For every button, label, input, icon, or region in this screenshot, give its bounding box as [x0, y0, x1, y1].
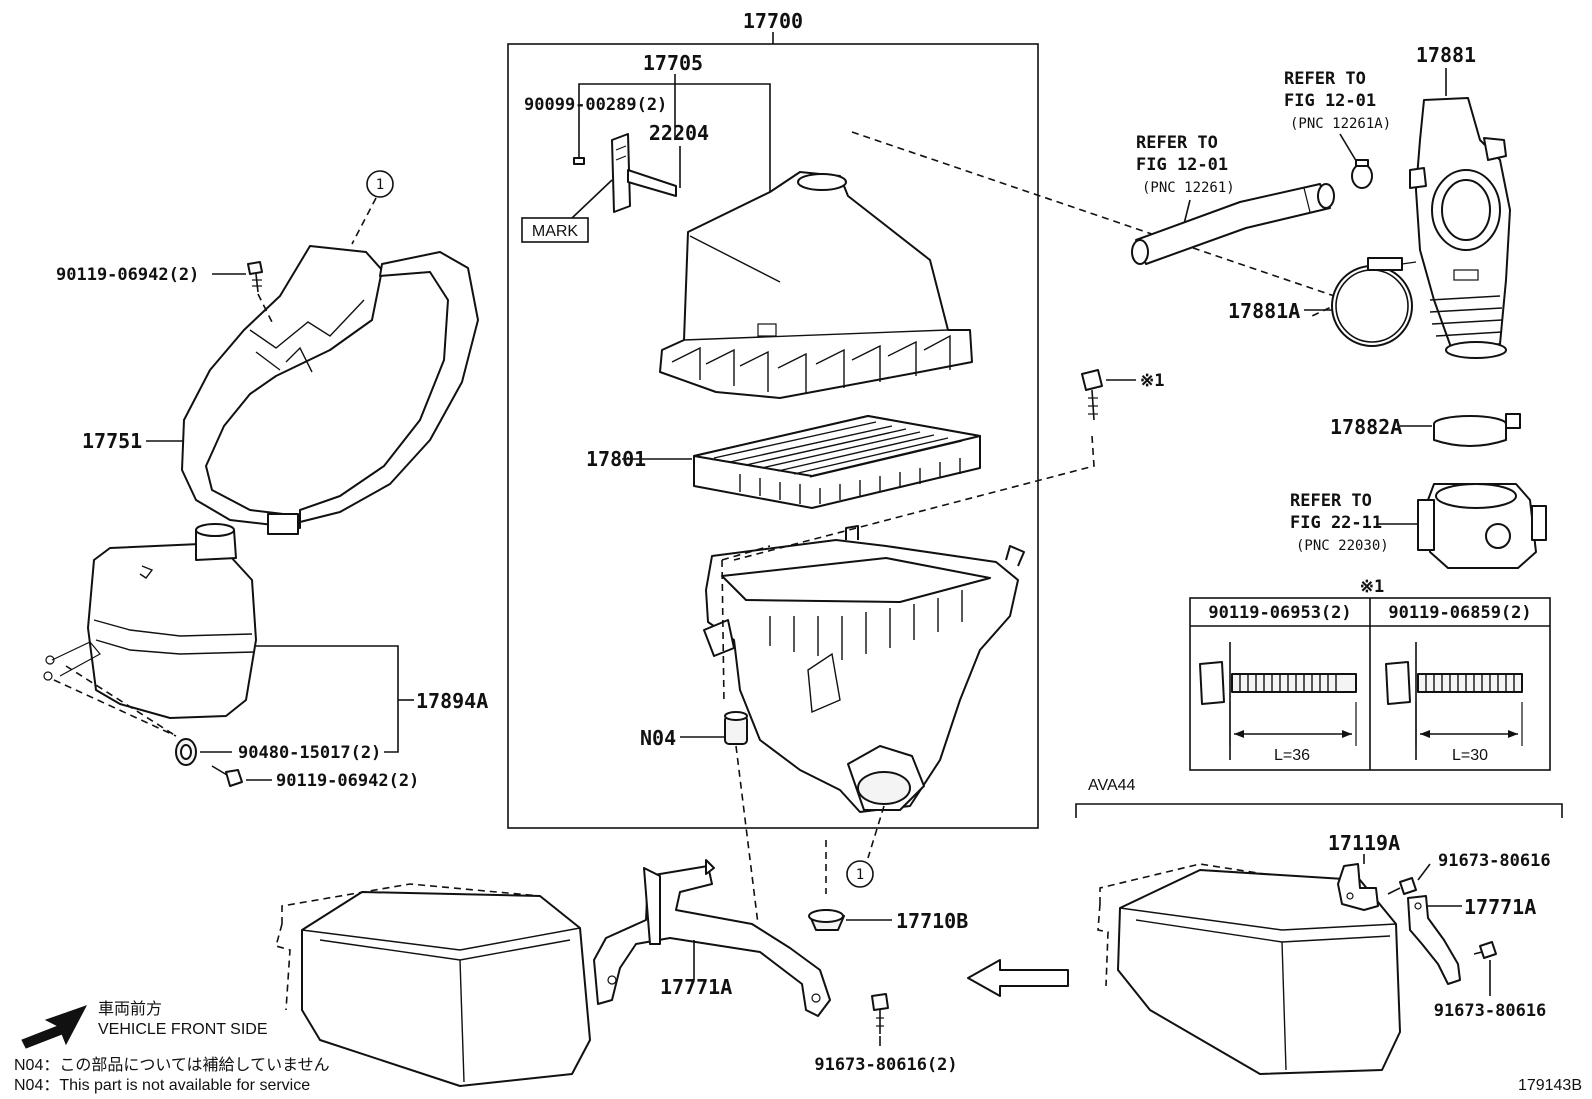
table-col1-length: L=36	[1274, 747, 1310, 764]
airflow-sensor-22204	[611, 133, 677, 213]
footer-code: 179143B	[1518, 1077, 1582, 1094]
svg-text:FIG 12-01: FIG 12-01	[1284, 91, 1376, 111]
svg-text:(PNC 12261A): (PNC 12261A)	[1290, 116, 1391, 132]
refer-12261: REFER TO FIG 12-01 (PNC 12261)	[1136, 133, 1235, 196]
svg-text:VEHICLE FRONT SIDE: VEHICLE FRONT SIDE	[98, 1021, 268, 1038]
svg-text:REFER TO: REFER TO	[1136, 133, 1218, 153]
label-17771A-main: 17771A	[660, 975, 732, 999]
grommet-17710B	[808, 909, 845, 931]
table-col2-length: L=30	[1452, 747, 1488, 764]
battery-left	[275, 883, 591, 1087]
label-n04: N04	[640, 726, 676, 750]
bracket-17119A	[1337, 863, 1379, 911]
table-col2-header: 90119-06859(2)	[1388, 603, 1531, 623]
label-90480: 90480-15017(2)	[238, 743, 381, 763]
label-90119-top: 90119-06942(2)	[56, 265, 199, 285]
label-17700: 17700	[743, 9, 803, 33]
air-inlet-duct-17751	[181, 245, 479, 535]
mark-box	[521, 217, 589, 243]
air-cleaner-assembly-group: 17700 17705 90099-00289(2) 22204 MARK	[507, 9, 1039, 829]
resonator-17894A	[43, 523, 257, 719]
label-17751: 17751	[82, 429, 142, 453]
svg-text:FIG 22-11: FIG 22-11	[1290, 513, 1382, 533]
grommet-90480	[175, 738, 197, 766]
air-cleaner-case	[703, 525, 1025, 813]
label-17705: 17705	[643, 51, 703, 75]
label-17894A: 17894A	[416, 689, 488, 713]
screw-90099	[573, 132, 585, 165]
svg-text:REFER TO: REFER TO	[1284, 69, 1366, 89]
label-17801: 17801	[586, 447, 646, 471]
bolt-90119-bottom	[211, 765, 243, 787]
label-17881A: 17881A	[1228, 299, 1300, 323]
label-17881: 17881	[1416, 43, 1476, 67]
refer-22030: REFER TO FIG 22-11 (PNC 22030)	[1290, 491, 1389, 554]
label-17710B: 17710B	[896, 909, 968, 933]
label-22204: 22204	[649, 121, 709, 145]
circle-callout-bottom: 1	[846, 805, 885, 888]
clamp-17882A	[1433, 413, 1521, 447]
bolt-spec-table: 90119-06953(2) 90119-06859(2) L=36 L=30	[1189, 597, 1551, 771]
svg-text:1: 1	[856, 867, 864, 883]
air-hose-17881	[1409, 97, 1511, 359]
bolt-91673-r2	[1473, 941, 1497, 959]
small-clamp	[1351, 159, 1373, 189]
direction-arrow	[967, 959, 1069, 997]
throttle-body	[1417, 483, 1547, 569]
note-jp: N04：この部品については補給していません	[14, 1056, 330, 1074]
breather-hose	[1131, 183, 1335, 265]
svg-text:FIG 12-01: FIG 12-01	[1136, 155, 1228, 175]
bolt-star1	[1081, 369, 1103, 421]
front-arrow-icon	[21, 1005, 88, 1049]
label-17882A: 17882A	[1330, 415, 1402, 439]
svg-text:1: 1	[376, 177, 384, 193]
label-17771A-right: 17771A	[1464, 895, 1536, 919]
svg-text:(PNC 12261): (PNC 12261)	[1142, 180, 1235, 196]
circle-callout-top: 1	[351, 170, 394, 245]
air-filter-element	[693, 415, 981, 509]
label-ava44: AVA44	[1088, 777, 1136, 794]
label-17119A: 17119A	[1328, 831, 1400, 855]
grommet-n04	[724, 711, 748, 745]
bracket-17771A-right	[1407, 895, 1461, 985]
note-en: N04：This part is not available for servi…	[14, 1077, 310, 1094]
mark-label: MARK	[532, 223, 579, 240]
table-star1: ※1	[1360, 577, 1384, 597]
bolt-90119-top	[247, 261, 263, 293]
hose-clamp-17881A	[1331, 257, 1417, 347]
bolt-91673-r1	[1387, 877, 1417, 895]
label-91673-r2: 91673-80616	[1434, 1001, 1547, 1021]
refer-12261A: REFER TO FIG 12-01 (PNC 12261A)	[1284, 69, 1391, 132]
svg-text:車両前方: 車両前方	[98, 1000, 162, 1018]
air-cleaner-cap	[659, 171, 973, 399]
bracket-17771A	[593, 859, 831, 1017]
front-side-legend: 車両前方 VEHICLE FRONT SIDE	[21, 1000, 268, 1049]
battery-right	[1097, 863, 1401, 1075]
label-91673-main: 91673-80616(2)	[814, 1055, 957, 1075]
svg-text:(PNC 22030): (PNC 22030)	[1296, 538, 1389, 554]
label-90099: 90099-00289(2)	[524, 95, 667, 115]
svg-text:REFER TO: REFER TO	[1290, 491, 1372, 511]
label-90119-bottom: 90119-06942(2)	[276, 771, 419, 791]
label-star1: ※1	[1140, 371, 1164, 391]
table-col1-header: 90119-06953(2)	[1208, 603, 1351, 623]
label-91673-r1: 91673-80616	[1438, 851, 1551, 871]
bolt-91673-main	[871, 993, 889, 1034]
